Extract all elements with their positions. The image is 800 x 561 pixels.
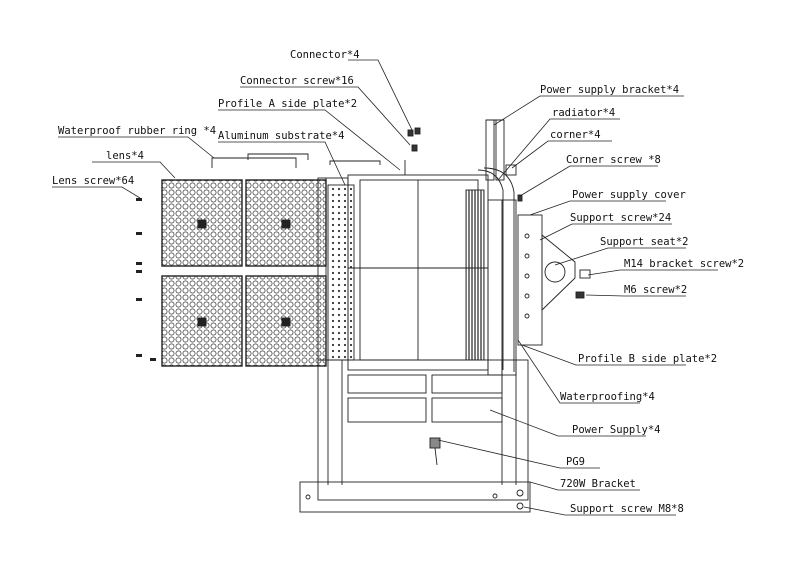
leader-lines [52, 59, 718, 516]
label-connector: Connector*4 [290, 49, 360, 61]
label-corner-screw: Corner screw *8 [566, 154, 661, 166]
aluminum-substrate [327, 160, 381, 361]
label-support-seat: Support seat*2 [600, 236, 689, 248]
label-power-supply-bracket: Power supply bracket*4 [540, 84, 679, 96]
label-support-screw-m8: Support screw M8*8 [570, 503, 684, 515]
label-waterproof-rubber-ring: Waterproof rubber ring *4 [58, 125, 216, 137]
bracket-720w [299, 359, 531, 513]
label-power-supply-cover: Power supply cover [572, 189, 686, 201]
lens-screws [136, 198, 156, 361]
power-supply-units [347, 374, 503, 423]
corner-screw-part [517, 194, 523, 202]
label-lens: lens*4 [106, 150, 144, 162]
callout-labels: Connector*4 Connector screw*16 Profile A… [52, 49, 744, 515]
label-m14-bracket-screw: M14 bracket screw*2 [624, 258, 744, 270]
power-supply-bracket [485, 119, 505, 181]
label-power-supply: Power Supply*4 [572, 424, 661, 436]
label-pg9: PG9 [566, 456, 585, 468]
lens-modules [161, 179, 327, 367]
label-waterproofing: Waterproofing*4 [560, 391, 655, 403]
pg9-gland [429, 437, 441, 466]
label-m6-screw: M6 screw*2 [624, 284, 687, 296]
support-seat [517, 214, 591, 346]
label-aluminum-substrate: Aluminum substrate*4 [218, 130, 344, 142]
main-housing [347, 167, 517, 376]
label-720w-bracket: 720W Bracket [560, 478, 636, 490]
label-corner: corner*4 [550, 129, 601, 141]
label-connector-screw: Connector screw*16 [240, 75, 354, 87]
label-profile-a-side-plate: Profile A side plate*2 [218, 98, 357, 110]
label-profile-b-side-plate: Profile B side plate*2 [578, 353, 717, 365]
label-radiator: radiator*4 [552, 107, 615, 119]
waterproof-rubber-ring [211, 153, 309, 168]
label-support-screw: Support screw*24 [570, 212, 671, 224]
connectors [404, 127, 421, 175]
label-lens-screw: Lens screw*64 [52, 175, 134, 187]
